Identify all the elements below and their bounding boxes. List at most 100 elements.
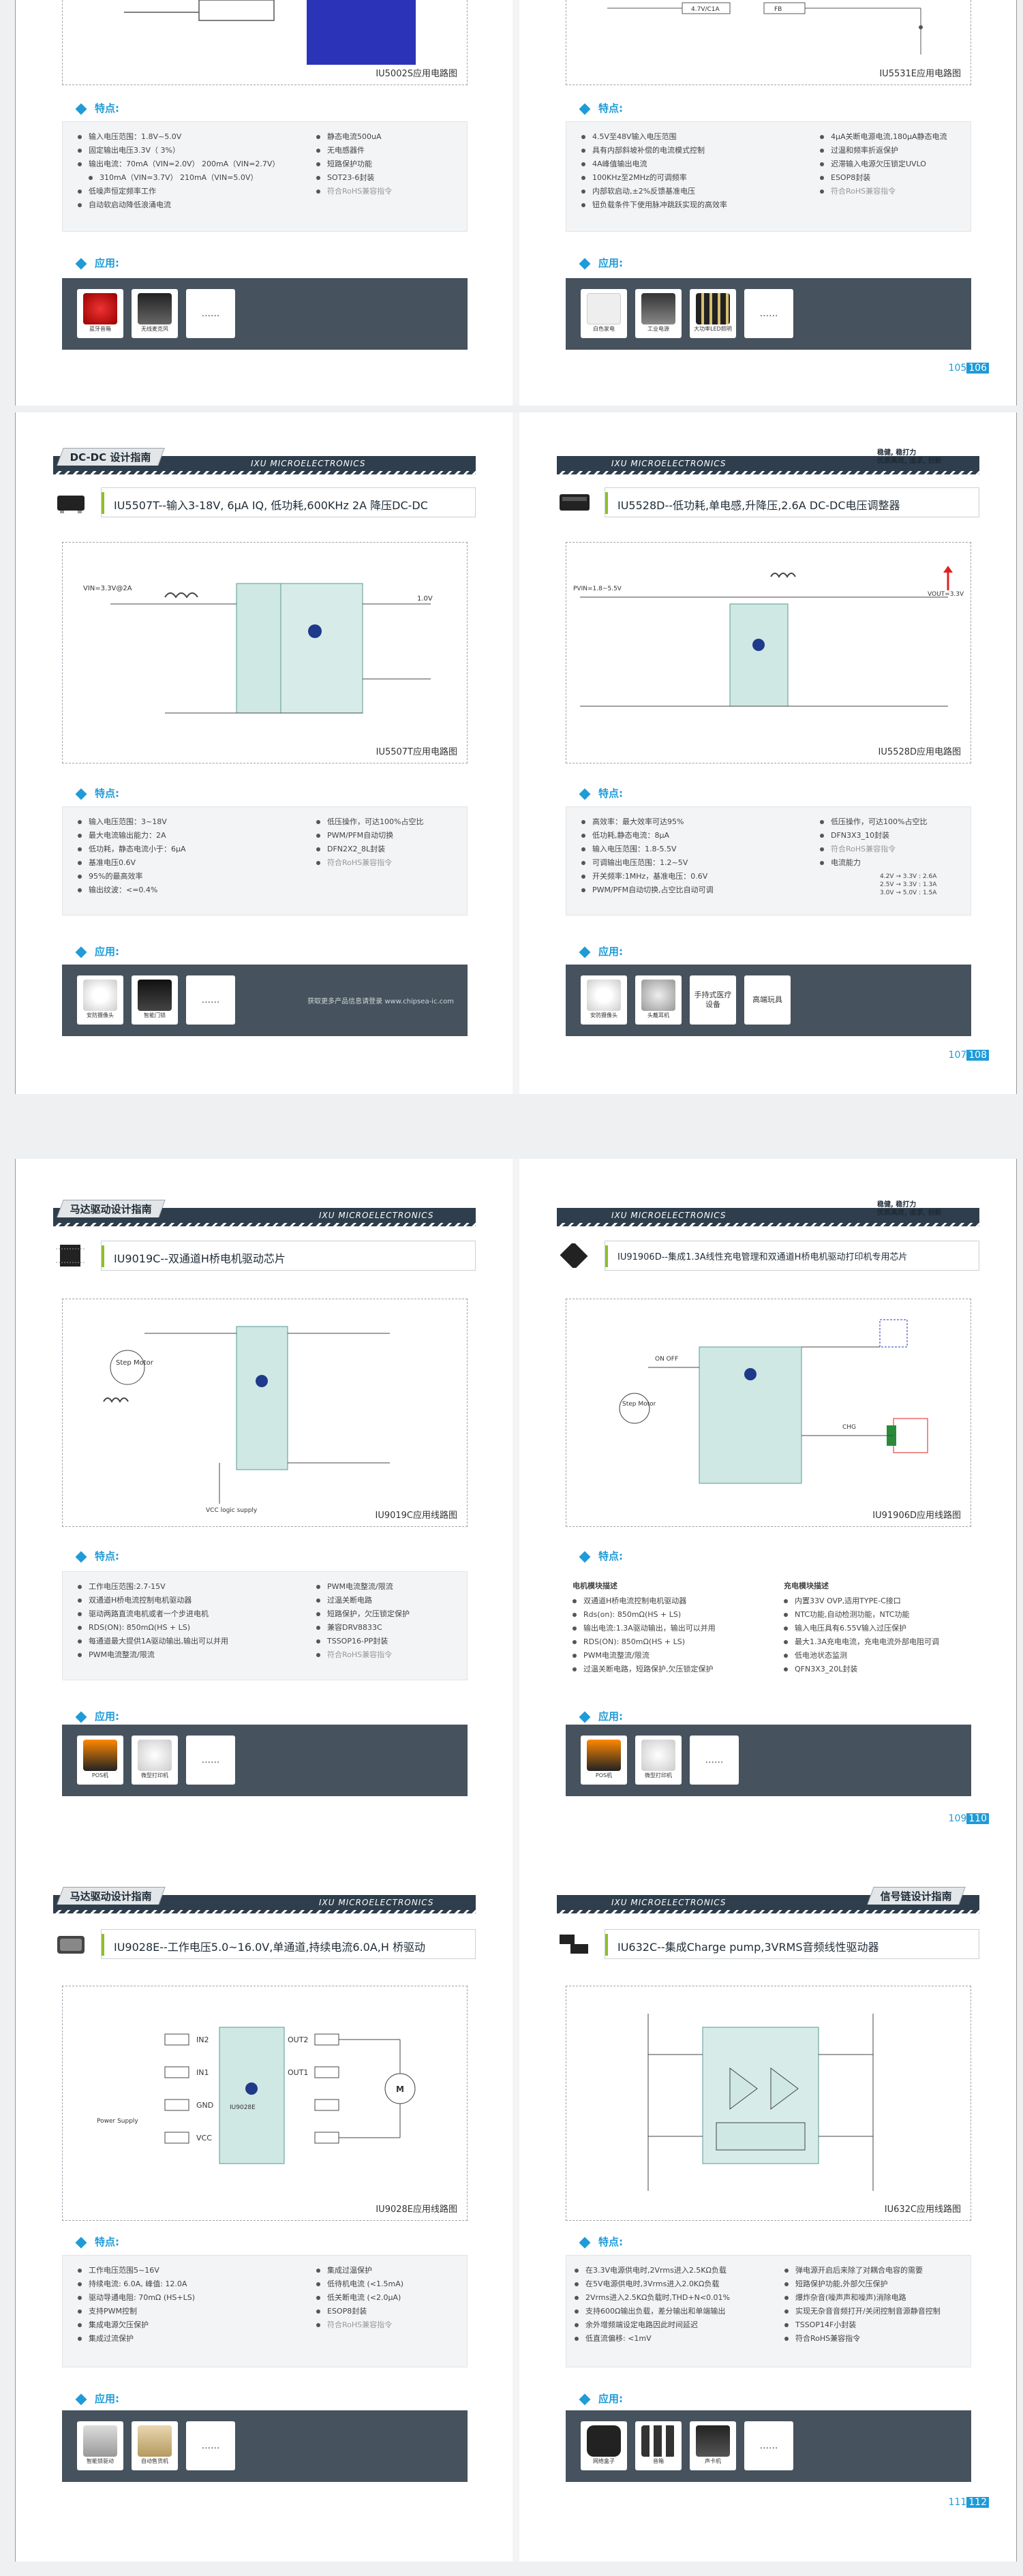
feature-item: 自动软启动降低浪涌电流 <box>78 198 279 212</box>
feature-item: 低待机电流 (<1.5mA) <box>316 2277 403 2291</box>
circuit-label: VIN=3.3V@2A <box>83 585 132 592</box>
product-titlebar: IU9019C--双通道H桥电机驱动芯片 <box>53 1241 476 1271</box>
features-list-right: 集成过温保护 低待机电流 (<1.5mA) 低关断电流 (<2.0μA) ESO… <box>316 2264 403 2332</box>
spread-111-112: 马达驱动设计指南 IXU MICROELECTRONICS IU9028E--工… <box>15 1853 1017 2562</box>
diamond-icon <box>75 1551 87 1562</box>
feature-item: 输入电压范围：1.8-5.5V <box>581 843 714 856</box>
product-title-box: IU9019C--双通道H桥电机驱动芯片 <box>101 1241 476 1271</box>
more-tile: ...... <box>186 975 235 1025</box>
circuit-diagram: IN2 IN1 GND VCC OUT2 OUT1 IU9028E Power … <box>97 2027 416 2164</box>
page-header: 马达驱动设计指南 IXU MICROELECTRONICS <box>53 1887 476 1914</box>
brand-name: IXU MICROELECTRONICS <box>611 1211 727 1220</box>
page-111: 马达驱动设计指南 IXU MICROELECTRONICS IU9028E--工… <box>15 1853 513 2562</box>
page-106: 4.7V/C1A FB IU5531E应用电路图 特点: 4.5V至48V输入电… <box>519 0 1017 406</box>
app-tile: 手持式医疗设备 <box>690 975 736 1025</box>
circuit-panel: PVIN=1.8~5.5V VOUT=3.3V IU5528D应用电路图 <box>566 542 971 763</box>
circuit-label: Step Motor <box>622 1401 656 1408</box>
features-box: 输入电压范围：1.8V~5.0V 固定输出电压3.3V（ 3%） 输出电流：70… <box>62 121 468 232</box>
appliance-icon <box>587 293 621 324</box>
feature-item: 集成电源欠压保护 <box>78 2318 195 2332</box>
product-title-box: IU5528D--低功耗,单电感,升降压,2.6A DC-DC电压调整器 <box>605 487 979 517</box>
printer-icon <box>641 1740 675 1771</box>
header-stripes <box>557 471 979 474</box>
product-title: IU5528D--低功耗,单电感,升降压,2.6A DC-DC电压调整器 <box>617 499 900 512</box>
header-stripes <box>557 1910 979 1913</box>
circuit-panel: IU5002S应用电路图 <box>62 0 468 85</box>
circuit-label: 4.7V/C1A <box>691 6 720 13</box>
header-stripes <box>557 1223 979 1226</box>
feature-item: 内部软启动,±2%反馈基准电压 <box>581 185 727 198</box>
features-box: 高效率：最大效率可达95% 低功耗,静态电流：8μA 输入电压范围：1.8-5.… <box>566 806 971 915</box>
more-tile: ...... <box>186 2421 235 2470</box>
feature-item: 支持PWM控制 <box>78 2305 195 2318</box>
page-112: IXU MICROELECTRONICS 信号链设计指南 IU632C--集成C… <box>519 1853 1017 2562</box>
feature-item: DFN3X3_10封装 <box>820 829 927 843</box>
features-box: 工作电压范围:2.7-15V 双通道H桥电流控制电机驱动器 驱动两路直流电机或者… <box>62 1571 468 1680</box>
circuit-label: FB <box>774 6 782 13</box>
feature-item: 符合RoHS兼容指令 <box>316 185 392 198</box>
header-band <box>557 1208 979 1223</box>
feature-item: 输出电流:1.3A驱动输出，输出可以并用 <box>572 1622 716 1635</box>
more-tile: ...... <box>744 2421 793 2470</box>
apps-strip: 智能锁驱动 自动售货机 ...... <box>62 2410 468 2482</box>
feature-item: 双通道H桥电流控制电机驱动器 <box>78 1594 228 1607</box>
circuit-caption: IU5507T应用电路图 <box>376 747 457 757</box>
app-tile: 白色家电 <box>581 289 627 338</box>
feature-item: PWM电流整流/限流 <box>572 1649 716 1663</box>
app-tile: 微型打印机 <box>132 1736 178 1785</box>
feature-item: 钮负载条件下使用脉冲跳跃实现的高效率 <box>581 198 727 212</box>
vending-machine-icon <box>138 2425 172 2457</box>
brand-name: IXU MICROELECTRONICS <box>319 1898 434 1907</box>
circuit-label: CHG <box>842 1424 856 1431</box>
circuit-label: OUT1 <box>288 2068 308 2077</box>
circuit-label: IN2 <box>196 2035 209 2044</box>
feature-item: RDS(ON): 850mΩ(HS + LS) <box>572 1635 716 1649</box>
product-titlebar: IU632C--集成Charge pump,3VRMS音频线性驱动器 <box>557 1929 979 1959</box>
power-supply-icon <box>641 293 675 324</box>
page-header: IXU MICROELECTRONICS 稳健, 稳打力优质高效, 追求, 创新 <box>557 1200 979 1227</box>
circuit-label: VOUT=3.3V <box>928 591 964 598</box>
feature-item: QFN3X3_20L封装 <box>784 1663 939 1676</box>
feature-item: 开关频率:1MHz，基准电压：0.6V <box>581 870 714 883</box>
feature-item: 最大电流输出能力：2A <box>78 829 186 843</box>
pos-terminal-icon <box>83 1740 117 1771</box>
more-tile: ...... <box>186 1736 235 1785</box>
pos-terminal-icon <box>587 1740 621 1771</box>
app-tile: 高端玩具 <box>744 975 791 1025</box>
apps-heading: 应用: <box>579 2391 623 2406</box>
product-title-box: IU632C--集成Charge pump,3VRMS音频线性驱动器 <box>605 1929 979 1959</box>
circuit-caption: IU91906D应用线路图 <box>872 1511 961 1521</box>
features-list-right: 低压操作，可达100%占空比 PWM/PFM自动切换 DFN2X2_8L封装 符… <box>316 815 423 870</box>
feature-item: 集成过温保护 <box>316 2264 403 2277</box>
apps-heading: 应用: <box>579 256 623 270</box>
header-tag: 马达驱动设计指南 <box>57 1887 166 1905</box>
feature-item: 符合RoHS兼容指令 <box>316 856 423 870</box>
feature-item: PWM/PFM自动切换,占空比自动可调 <box>581 883 714 897</box>
header-tag: 马达驱动设计指南 <box>57 1200 166 1217</box>
feature-item: 支持600Ω输出负载，差分输出和单端输出 <box>575 2305 730 2318</box>
feature-item: 短路保护功能 <box>316 157 392 171</box>
brand-name: IXU MICROELECTRONICS <box>319 1211 434 1220</box>
circuit-diagram <box>647 2014 874 2191</box>
circuit-label: Power Supply <box>97 2118 138 2125</box>
camera-icon <box>83 980 117 1011</box>
product-title-box: IU9028E--工作电压5.0~16.0V,单通道,持续电流6.0A,H 桥驱… <box>101 1929 476 1959</box>
circuit-label: IU9028E <box>230 2104 256 2111</box>
diamond-icon <box>75 2393 87 2405</box>
page-header: IXU MICROELECTRONICS 稳健, 稳打力优质高效, 追求, 创新 <box>557 448 979 475</box>
feature-item: 符合RoHS兼容指令 <box>316 2318 403 2332</box>
circuit-label: ON OFF <box>655 1356 678 1363</box>
feature-item: PWM/PFM自动切换 <box>316 829 423 843</box>
feature-item: 输入电压范围：1.8V~5.0V <box>78 130 279 144</box>
features-list-left: 输入电压范围：1.8V~5.0V 固定输出电压3.3V（ 3%） 输出电流：70… <box>78 130 279 212</box>
feature-item: 低功耗，静态电流小于：6μA <box>78 843 186 856</box>
circuit-caption: IU9019C应用线路图 <box>375 1511 457 1521</box>
app-tile: 工业电源 <box>635 289 682 338</box>
diamond-icon <box>579 946 591 958</box>
diamond-icon <box>579 103 591 115</box>
smart-lock-icon <box>83 2425 117 2457</box>
circuit-diagram: Step Motor ON OFF CHG <box>619 1319 928 1484</box>
page-header: 马达驱动设计指南 IXU MICROELECTRONICS <box>53 1200 476 1227</box>
features-heading: 特点: <box>579 101 623 115</box>
